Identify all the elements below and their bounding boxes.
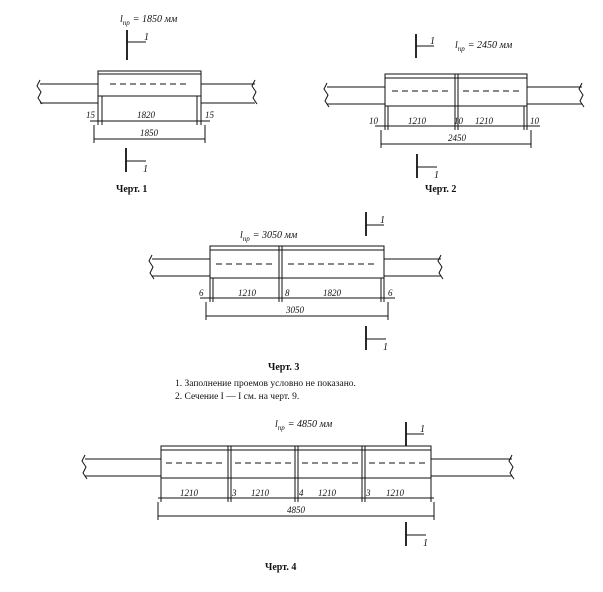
lintel-block [97, 70, 202, 97]
break-mark [148, 254, 155, 280]
note-1: 1. Заполнение проемов условно не показан… [175, 379, 356, 389]
lintel-block [209, 245, 385, 279]
dim-label: 8 [285, 288, 290, 298]
fig4-caption: Черт. 4 [265, 562, 296, 573]
break-mark [508, 454, 515, 480]
break-mark [437, 254, 444, 280]
dim-label: 6 [199, 288, 204, 298]
dim-label: 10 [530, 116, 540, 126]
section-mark-label: 1 [144, 32, 149, 43]
dim-label: 3 [231, 488, 237, 498]
break-mark [578, 82, 585, 108]
total-dim-label: 2450 [448, 133, 467, 143]
dim-label: 6 [388, 288, 393, 298]
dim-label: 15 [205, 110, 215, 120]
dim-label: 3 [365, 488, 371, 498]
figure-2: lпр= 2450 мм 10 1210 10 1210 10 2450 1 1… [323, 34, 585, 195]
fig2-caption: Черт. 2 [425, 184, 456, 195]
dim-label: 10 [454, 116, 464, 126]
section-mark-label: 1 [430, 36, 435, 47]
total-dim-label: 3050 [285, 305, 305, 315]
fig4-title: lпр= 4850 мм [275, 419, 333, 432]
dim-label: 1820 [137, 110, 156, 120]
notes: 1. Заполнение проемов условно не показан… [175, 379, 356, 402]
dim-label: 1210 [318, 488, 337, 498]
dim-label: 15 [86, 110, 96, 120]
total-dim-label: 4850 [287, 505, 306, 515]
dim-label: 1210 [386, 488, 405, 498]
fig1-caption: Черт. 1 [116, 184, 147, 195]
break-mark [81, 454, 88, 480]
break-mark [323, 82, 330, 108]
dim-label: 1210 [475, 116, 494, 126]
note-2: 2. Сечение I — I см. на черт. 9. [175, 392, 299, 402]
section-mark-label: 1 [423, 538, 428, 549]
fig2-title: lпр= 2450 мм [455, 40, 513, 53]
section-mark-label: 1 [420, 424, 425, 435]
dim-label: 1210 [238, 288, 257, 298]
section-mark-label: 1 [383, 342, 388, 353]
lintel-block [384, 73, 528, 107]
section-mark-label: 1 [143, 164, 148, 175]
total-dim-label: 1850 [140, 128, 159, 138]
lintel-block [160, 445, 432, 479]
dim-label: 1820 [323, 288, 342, 298]
dim-label: 1210 [180, 488, 199, 498]
figure-4: lпр= 4850 мм 1210 3 1210 4 1210 3 1210 4… [81, 419, 515, 573]
break-mark [251, 79, 258, 105]
fig1-title: lпр= 1850 мм [120, 14, 178, 27]
dim-label: 4 [299, 488, 304, 498]
figure-3: lпр= 3050 мм 6 1210 8 1820 6 3050 1 1 Че… [148, 212, 444, 373]
section-mark-label: 1 [380, 215, 385, 226]
figure-1: lпр= 1850 мм 15 1820 15 1850 1 1 Черт. 1 [36, 14, 258, 195]
dim-label: 1210 [408, 116, 427, 126]
fig3-caption: Черт. 3 [268, 362, 299, 373]
break-mark [36, 79, 43, 105]
section-mark-label: 1 [434, 170, 439, 181]
fig3-title: lпр= 3050 мм [240, 230, 298, 243]
dim-label: 1210 [251, 488, 270, 498]
dim-label: 10 [369, 116, 379, 126]
